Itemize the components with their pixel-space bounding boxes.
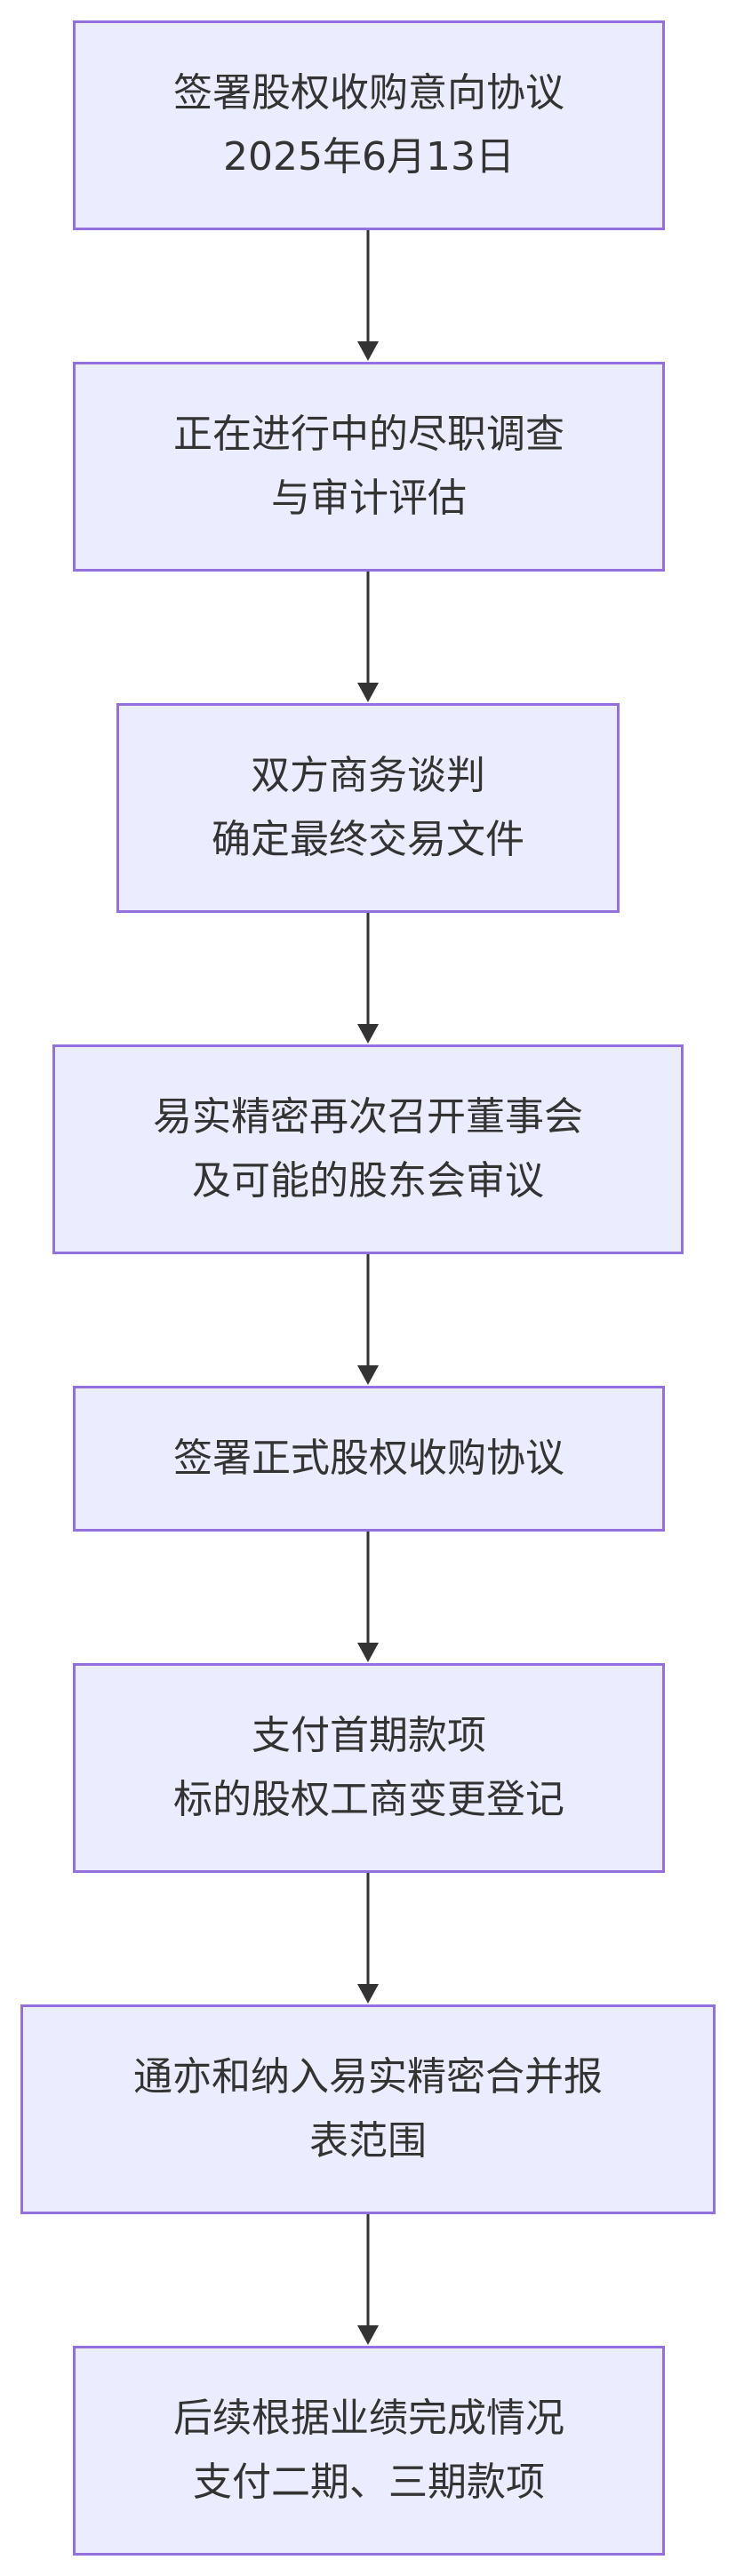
step-label-line2: 表范围 xyxy=(309,2118,427,2164)
step-label-line1: 双方商务谈判 xyxy=(251,753,485,798)
step-label-line1: 签署股权收购意向协议 xyxy=(173,70,564,116)
step-label-line1: 正在进行中的尽职调查 xyxy=(173,412,564,457)
step-sign-formal-agreement: 签署正式股权收购协议 xyxy=(73,1386,665,1532)
step-label-line2: 与审计评估 xyxy=(271,476,467,521)
step-label-line1: 后续根据业绩完成情况 xyxy=(173,2396,564,2441)
arrow-3-to-4 xyxy=(357,913,379,1044)
step-consolidation: 通亦和纳入易实精密合并报 表范围 xyxy=(20,2004,716,2214)
arrow-6-to-7 xyxy=(357,1873,379,2004)
step-label-line1: 签署正式股权收购协议 xyxy=(173,1436,564,1481)
step-business-negotiation: 双方商务谈判 确定最终交易文件 xyxy=(116,703,620,913)
step-first-payment-registration: 支付首期款项 标的股权工商变更登记 xyxy=(73,1663,665,1873)
arrow-7-to-8 xyxy=(357,2214,379,2345)
step-due-diligence-audit: 正在进行中的尽职调查 与审计评估 xyxy=(73,362,665,572)
step-sign-intent-agreement: 签署股权收购意向协议 2025年6月13日 xyxy=(73,20,665,230)
step-board-shareholder-review: 易实精密再次召开董事会 及可能的股东会审议 xyxy=(52,1044,684,1254)
step-label-line1: 支付首期款项 xyxy=(252,1713,486,1758)
step-label-line2: 及可能的股东会审议 xyxy=(192,1158,544,1204)
step-label-line1: 通亦和纳入易实精密合并报 xyxy=(133,2054,603,2100)
step-label-line2: 支付二期、三期款项 xyxy=(193,2460,545,2505)
arrow-4-to-5 xyxy=(357,1254,379,1385)
arrow-5-to-6 xyxy=(357,1532,379,1662)
step-label-line2: 确定最终交易文件 xyxy=(212,817,524,862)
arrow-2-to-3 xyxy=(357,572,379,702)
step-label-line2: 标的股权工商变更登记 xyxy=(173,1777,564,1822)
step-label-line1: 易实精密再次召开董事会 xyxy=(153,1094,583,1140)
step-label-line2: 2025年6月13日 xyxy=(223,134,515,180)
step-later-payments: 后续根据业绩完成情况 支付二期、三期款项 xyxy=(73,2346,665,2556)
arrow-1-to-2 xyxy=(357,230,379,361)
